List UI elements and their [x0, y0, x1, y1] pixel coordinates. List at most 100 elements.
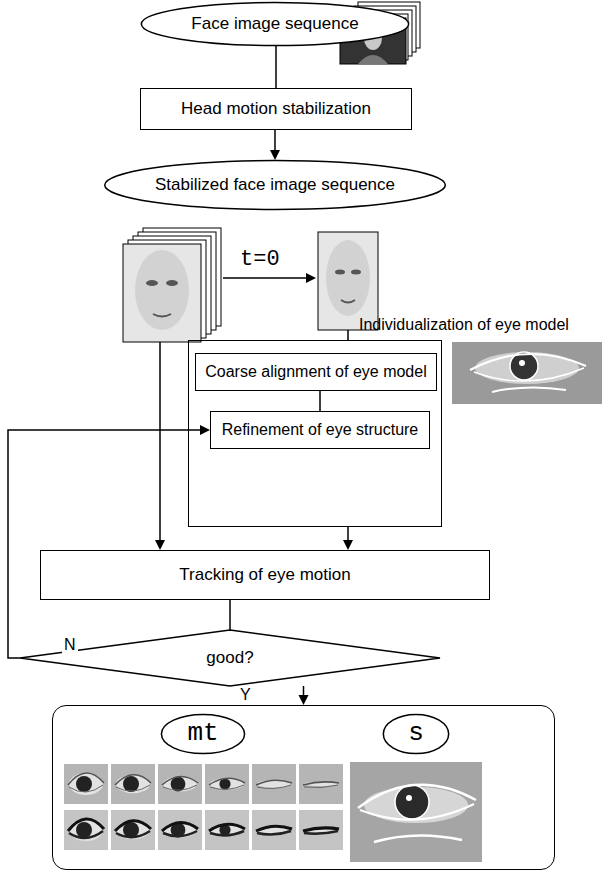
eye-model-image: [452, 342, 602, 404]
process-box: Tracking of eye motion: [40, 550, 490, 600]
connector: [8, 425, 210, 658]
connector: [320, 391, 321, 411]
lower-lid: [69, 831, 103, 838]
arrowhead: [155, 540, 165, 550]
eye-white: [257, 780, 291, 788]
wire: [347, 330, 349, 340]
eye-thumbnail: [252, 810, 296, 850]
lower-lid: [210, 785, 244, 789]
eye-thumbnail: [252, 764, 296, 804]
arrowhead: [270, 150, 280, 160]
photo: [158, 764, 202, 804]
outline: [161, 714, 244, 753]
terminal-ellipse: Face image sequence: [140, 2, 410, 46]
eye-thumbnail: [111, 810, 155, 850]
eye-white: [163, 823, 197, 838]
group-heading: Individualization of eye model: [359, 316, 569, 334]
node-text: Face image sequence: [191, 14, 358, 34]
mouth: [153, 314, 171, 317]
eye-thumbnail: [158, 810, 202, 850]
face: [326, 240, 370, 316]
connector: [343, 527, 353, 550]
connector: [299, 686, 309, 705]
decision-diamond: good?: [20, 630, 440, 686]
face: [135, 250, 189, 330]
iris: [123, 776, 139, 792]
furrow: [492, 387, 566, 392]
outline: [20, 630, 440, 686]
symbol-text: s: [408, 719, 424, 749]
node-text: Head motion stabilization: [181, 99, 371, 119]
furrow: [374, 835, 462, 842]
connector: [270, 130, 280, 160]
upper-lid: [209, 824, 245, 831]
mouth: [341, 300, 355, 303]
outline: [105, 161, 446, 210]
symbol-oval: mt: [161, 714, 245, 754]
photo: [64, 764, 108, 804]
lower-lid: [116, 785, 150, 791]
photo: [252, 810, 296, 850]
lower-lid: [210, 831, 244, 835]
eye: [335, 270, 345, 275]
upper-lid: [256, 780, 292, 785]
photo: [111, 810, 155, 850]
symbol-text: mt: [187, 719, 218, 749]
lower-lid: [257, 831, 291, 835]
photo: [158, 810, 202, 850]
eye-white: [69, 819, 103, 841]
lower-lid: [474, 368, 584, 381]
iris: [76, 822, 92, 838]
photo: [123, 244, 201, 342]
group-box: Individualization of eye modelCoarse ali…: [188, 340, 442, 527]
eye-structure-image: [350, 762, 482, 862]
arrowhead: [343, 540, 353, 550]
pupil-glint: [406, 795, 412, 801]
node-text: Coarse alignment of eye model: [205, 363, 426, 381]
process-box: Head motion stabilization: [140, 88, 412, 130]
upper-lid: [162, 777, 198, 785]
arrowhead: [200, 425, 210, 435]
shoulders: [358, 55, 388, 64]
upper-lid: [303, 828, 339, 831]
connector-line: [8, 430, 202, 658]
eye-thumbnail: [299, 810, 343, 850]
lower-lid: [163, 831, 197, 836]
outline: [141, 2, 408, 45]
eye-white: [116, 775, 150, 793]
eye-white: [304, 782, 338, 786]
arrow-line: [223, 277, 308, 279]
symbol-oval: s: [383, 714, 449, 754]
photo: [318, 232, 378, 330]
photo: [350, 762, 482, 862]
eye-white: [210, 824, 244, 835]
eye: [146, 280, 158, 286]
lower-lid: [163, 785, 197, 790]
edge-label: Y: [238, 686, 253, 704]
upper-lid: [115, 775, 151, 785]
eye-sequence: [64, 764, 343, 850]
edge-label: N: [62, 636, 78, 654]
eye-thumbnail: [299, 764, 343, 804]
upper-lid: [115, 821, 151, 831]
eye-white: [163, 777, 197, 792]
connector-line: [274, 130, 276, 152]
time-label: t=0: [238, 248, 282, 272]
upper-lid: [68, 819, 104, 831]
upper-lid: [209, 778, 245, 785]
output-box: mt s: [52, 705, 555, 870]
lower-lid: [304, 785, 338, 788]
photo: [205, 810, 249, 850]
lower-lid: [116, 831, 150, 837]
node-text: good?: [206, 648, 253, 668]
eye-thumbnail: [111, 764, 155, 804]
eye-thumbnail: [64, 764, 108, 804]
eye-white: [257, 826, 291, 834]
lower-lid: [69, 785, 103, 792]
eye-thumbnail: [64, 810, 108, 850]
photo: [205, 764, 249, 804]
upper-lid: [303, 782, 339, 785]
connector-line: [229, 600, 231, 630]
upper-lid: [256, 826, 292, 831]
eye-white: [69, 773, 103, 795]
